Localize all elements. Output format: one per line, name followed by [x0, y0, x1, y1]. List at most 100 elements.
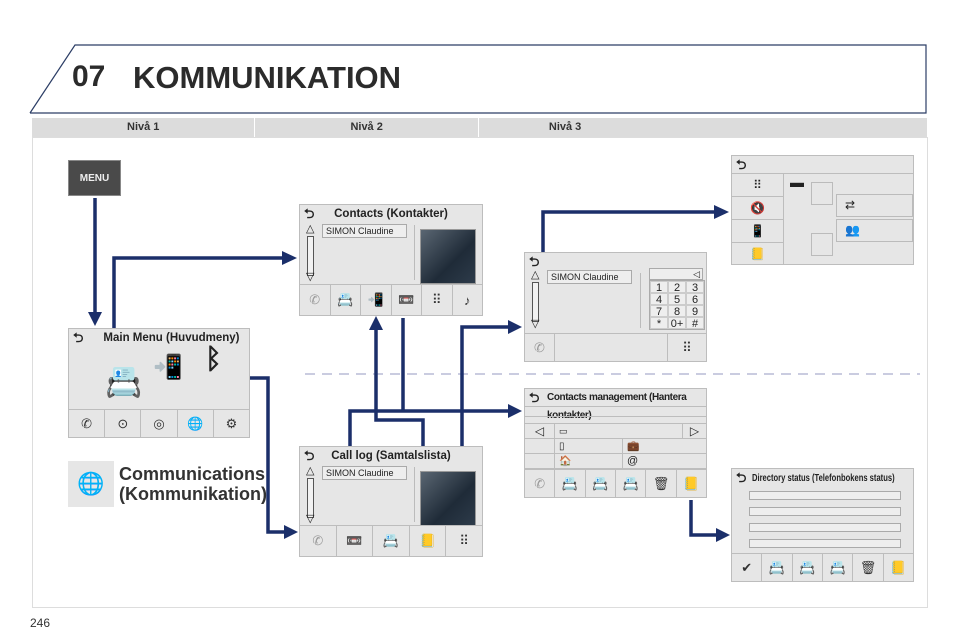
media-icon[interactable]: ◎ [141, 410, 178, 437]
contacts-screen: ⮌ Contacts (Kontakter) △ ▽ SIMON Claudine… [299, 204, 483, 316]
key-3[interactable]: 3 [686, 281, 704, 294]
key-0[interactable]: 0+ [668, 317, 686, 330]
previous-icon[interactable]: ◁ [525, 424, 555, 438]
trash-icon[interactable]: 🗑 [853, 554, 884, 581]
page-number: 246 [30, 616, 51, 630]
scroll-down-icon[interactable]: ▽ [306, 271, 315, 283]
home-number-field[interactable]: 🏠 [555, 454, 623, 468]
call-log-title: Call log (Samtalslista) [331, 450, 451, 462]
call-log-icon[interactable]: 📲 [153, 354, 183, 381]
key-hash[interactable]: # [686, 317, 704, 330]
add-contact-icon[interactable]: 📇 [373, 526, 410, 556]
back-icon[interactable]: ⮌ [736, 470, 747, 485]
edit-contact-icon[interactable]: 📇 [586, 470, 616, 497]
next-icon[interactable]: ▷ [689, 424, 700, 438]
bluetooth-icon[interactable]: ᛒ [205, 343, 222, 374]
contacts-management-screen: ⮌Contacts management (Hantera kontakter)… [524, 388, 707, 498]
chapter-number: 07 [72, 60, 106, 93]
scroll-down-icon[interactable]: ▽ [306, 513, 315, 525]
scrollbar[interactable] [307, 236, 314, 276]
call-icon[interactable]: ✆ [525, 334, 555, 361]
edit-contact-icon[interactable]: 📇 [793, 554, 823, 581]
mute-icon[interactable]: 🔇 [732, 197, 783, 220]
status-field-4 [749, 539, 901, 548]
scrollbar[interactable] [532, 282, 539, 322]
navigation-icon[interactable]: ⊙ [105, 410, 142, 437]
backspace-icon[interactable]: ◁ [649, 268, 703, 280]
call-log-icon[interactable]: 📲 [361, 285, 392, 315]
key-7[interactable]: 7 [650, 305, 668, 318]
dial-number-field[interactable]: SIMON Claudine [547, 270, 632, 284]
contacts-book-icon[interactable]: 📇 [105, 366, 143, 399]
scroll-up-icon[interactable]: △ [306, 223, 315, 235]
contacts-book-icon[interactable]: 📒 [750, 247, 765, 261]
directory-status-icon[interactable]: 📒 [890, 559, 907, 575]
back-icon[interactable]: ⮌ [304, 448, 315, 463]
add-contact-icon[interactable]: 📇 [762, 554, 793, 581]
key-2[interactable]: 2 [668, 281, 686, 294]
keypad-icon[interactable]: ⠿ [682, 339, 692, 355]
check-icon[interactable]: ✔ [732, 554, 763, 581]
key-5[interactable]: 5 [668, 293, 686, 306]
back-icon[interactable]: ⮌ [304, 206, 315, 221]
hang-up-icon[interactable]: ▬ [790, 174, 804, 190]
call-log-item[interactable]: SIMON Claudine [322, 466, 407, 480]
back-icon[interactable]: ⮌ [736, 157, 747, 172]
ringtone-icon[interactable]: ♪ [464, 292, 471, 308]
key-8[interactable]: 8 [668, 305, 686, 318]
conference-button[interactable]: 👥 [836, 219, 913, 242]
bluetooth-phone-icon[interactable]: ✆ [69, 410, 106, 437]
scroll-down-icon[interactable]: ▽ [531, 318, 540, 330]
contact-item[interactable]: SIMON Claudine [322, 224, 407, 238]
delete-contact-icon[interactable]: 📇 [823, 554, 854, 581]
keypad-icon[interactable]: ⠿ [422, 285, 453, 315]
back-icon[interactable]: ⮌ [529, 390, 540, 405]
directory-status-screen: ⮌ Directory status (Telefonbokens status)… [731, 468, 914, 582]
keypad-icon[interactable]: ⠿ [459, 533, 469, 548]
level-3-label: Nivå 3 [479, 118, 929, 137]
status-field-3 [749, 523, 901, 532]
add-contact-icon[interactable]: 📇 [555, 470, 586, 497]
scroll-up-icon[interactable]: △ [306, 465, 315, 477]
call-slot-2[interactable] [811, 233, 833, 256]
page-title: KOMMUNIKATION [133, 60, 402, 95]
key-1[interactable]: 1 [650, 281, 668, 294]
contact-name-field[interactable] [525, 407, 706, 417]
settings-icon[interactable]: ⚙ [225, 415, 238, 431]
key-9[interactable]: 9 [686, 305, 704, 318]
key-6[interactable]: 6 [686, 293, 704, 306]
swap-call-button[interactable]: ⇄ [836, 194, 913, 217]
globe-icon[interactable]: 🌐 [178, 410, 214, 437]
back-icon[interactable]: ⮌ [529, 254, 540, 269]
call-slot-1[interactable] [811, 182, 833, 205]
delete-contact-icon[interactable]: 📇 [616, 470, 647, 497]
key-star[interactable]: * [650, 317, 668, 330]
directory-status-title: Directory status (Telefonbokens status) [752, 473, 895, 484]
voicemail-icon[interactable]: 📼 [337, 526, 374, 556]
voicemail-icon[interactable]: 📼 [392, 285, 422, 315]
menu-button[interactable]: MENU [68, 160, 121, 196]
status-field-1 [749, 491, 901, 500]
back-icon[interactable]: ⮌ [73, 330, 84, 345]
mobile-number-field[interactable]: ▯ [555, 439, 623, 453]
call-icon[interactable]: ✆ [525, 470, 556, 497]
in-call-screen: ⮌ ⠿ 🔇 📱 📒 ▬ ⇄ 👥 [731, 155, 914, 265]
email-field[interactable]: @ [627, 455, 639, 467]
call-icon[interactable]: ✆ [300, 285, 331, 315]
contacts-title: Contacts (Kontakter) [334, 208, 448, 220]
keypad-icon[interactable]: ⠿ [732, 174, 783, 197]
contacts-book-icon[interactable]: 📒 [410, 526, 447, 556]
transfer-to-phone-icon[interactable]: 📱 [732, 220, 783, 243]
call-icon[interactable]: ✆ [300, 526, 337, 556]
directory-status-icon[interactable]: 📒 [683, 475, 700, 491]
contact-card-icon[interactable]: 📇 [331, 285, 361, 315]
call-log-screen: ⮌ Call log (Samtalslista) △ ▽ SIMON Claud… [299, 446, 483, 557]
work-number-field[interactable]: 💼 [627, 440, 640, 452]
content-area [32, 137, 928, 608]
scroll-up-icon[interactable]: △ [531, 269, 540, 281]
trash-icon[interactable]: 🗑 [646, 470, 677, 497]
key-4[interactable]: 4 [650, 293, 668, 306]
scrollbar[interactable] [307, 478, 314, 518]
contact-surname-field[interactable] [525, 417, 706, 424]
level-header: Nivå 1 Nivå 2 Nivå 3 [32, 118, 929, 137]
